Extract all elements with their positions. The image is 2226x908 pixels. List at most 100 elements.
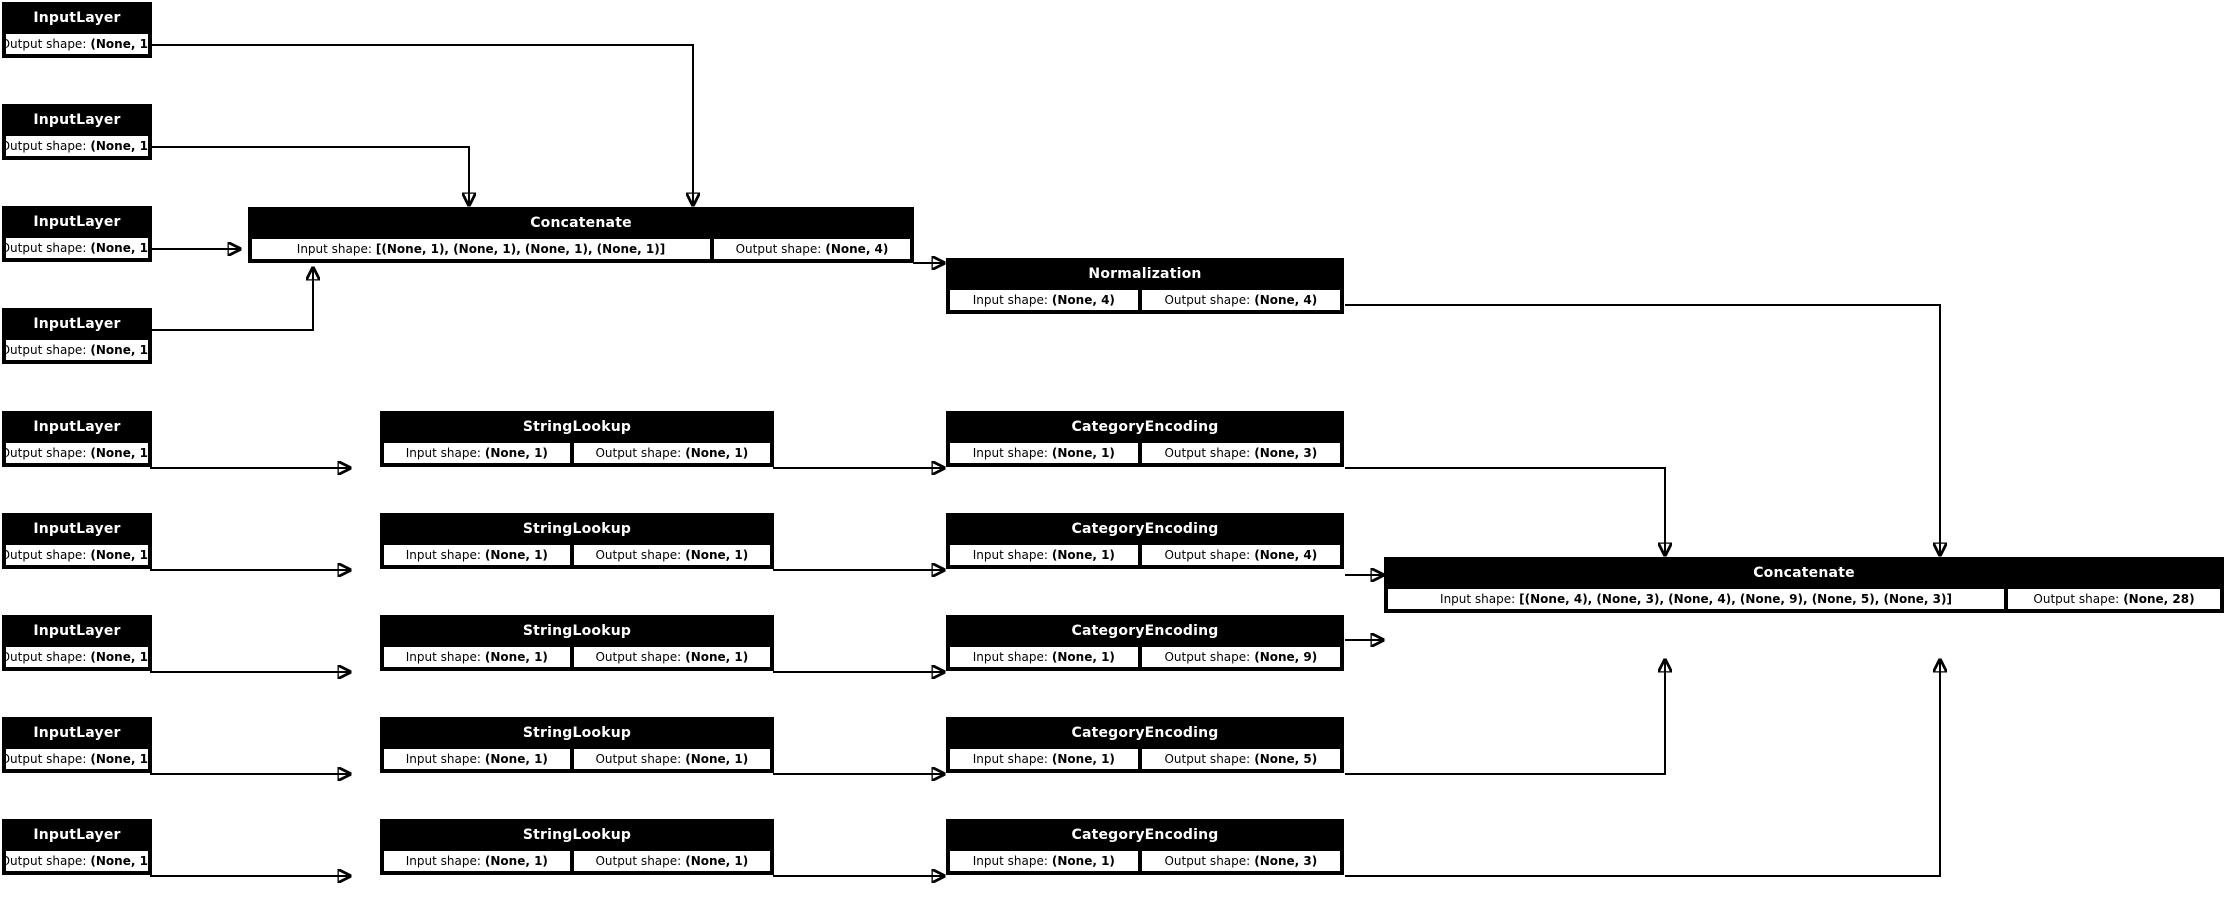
output-shape-cell: Output shape: (None, 1) (4, 747, 150, 771)
output-shape-value: (None, 1) (90, 139, 150, 153)
output-shape-cell: Output shape: (None, 1) (571, 849, 772, 873)
node-title: StringLookup (382, 821, 772, 849)
output-shape-label: Output shape: (4, 343, 87, 357)
input-shape-value: (None, 1) (484, 854, 548, 868)
node-title: InputLayer (4, 413, 150, 441)
output-shape-label: Output shape: (4, 37, 87, 51)
node-title: StringLookup (382, 719, 772, 747)
output-shape-value: (None, 1) (685, 752, 749, 766)
input-shape-label: Input shape: (405, 446, 481, 460)
input-shape-label: Input shape: (405, 650, 481, 664)
node-category-encoding-4[interactable]: CategoryEncoding Input shape: (None, 1) … (946, 717, 1344, 773)
node-string-lookup-5[interactable]: StringLookup Input shape: (None, 1) Outp… (380, 819, 774, 875)
output-shape-cell: Output shape: (None, 3) (1139, 441, 1342, 465)
input-shape-label: Input shape: (1440, 592, 1516, 606)
input-shape-label: Input shape: (296, 242, 372, 256)
output-shape-cell: Output shape: (None, 28) (2006, 587, 2222, 611)
node-category-encoding-2[interactable]: CategoryEncoding Input shape: (None, 1) … (946, 513, 1344, 569)
output-shape-cell: Output shape: (None, 1) (4, 441, 150, 465)
input-shape-label: Input shape: (972, 650, 1048, 664)
edge-encoding1-concatfinal (1345, 467, 1665, 555)
output-shape-label: Output shape: (1164, 548, 1251, 562)
node-title: InputLayer (4, 208, 150, 236)
output-shape-value: (None, 28) (2123, 592, 2195, 606)
output-shape-value: (None, 9) (1254, 650, 1318, 664)
edge-encoding4-concatfinal (1345, 660, 1665, 775)
output-shape-cell: Output shape: (None, 1) (4, 543, 150, 567)
input-shape-cell: Input shape: (None, 1) (948, 543, 1140, 567)
node-string-lookup-2[interactable]: StringLookup Input shape: (None, 1) Outp… (380, 513, 774, 569)
input-shape-cell: Input shape: (None, 1) (948, 849, 1140, 873)
node-input-layer-categorical-4[interactable]: InputLayer Output shape: (None, 1) (2, 717, 152, 773)
output-shape-value: (None, 3) (1254, 446, 1318, 460)
output-shape-value: (None, 1) (90, 650, 150, 664)
node-concatenate-numeric[interactable]: Concatenate Input shape: [(None, 1), (No… (248, 207, 914, 263)
node-category-encoding-5[interactable]: CategoryEncoding Input shape: (None, 1) … (946, 819, 1344, 875)
output-shape-value: (None, 1) (685, 446, 749, 460)
node-title: Concatenate (1386, 559, 2222, 587)
input-shape-cell: Input shape: (None, 1) (948, 747, 1140, 771)
input-shape-value: (None, 1) (484, 548, 548, 562)
node-title: InputLayer (4, 617, 150, 645)
node-input-layer-categorical-1[interactable]: InputLayer Output shape: (None, 1) (2, 411, 152, 467)
output-shape-cell: Output shape: (None, 1) (4, 645, 150, 669)
output-shape-label: Output shape: (1164, 293, 1251, 307)
output-shape-label: Output shape: (1164, 752, 1251, 766)
output-shape-cell: Output shape: (None, 1) (571, 645, 772, 669)
output-shape-value: (None, 1) (90, 752, 150, 766)
node-normalization[interactable]: Normalization Input shape: (None, 4) Out… (946, 258, 1344, 314)
output-shape-label: Output shape: (1164, 446, 1251, 460)
output-shape-value: (None, 1) (685, 650, 749, 664)
output-shape-label: Output shape: (4, 650, 87, 664)
node-string-lookup-1[interactable]: StringLookup Input shape: (None, 1) Outp… (380, 411, 774, 467)
output-shape-label: Output shape: (595, 548, 682, 562)
output-shape-label: Output shape: (595, 752, 682, 766)
node-input-layer-categorical-5[interactable]: InputLayer Output shape: (None, 1) (2, 819, 152, 875)
output-shape-label: Output shape: (4, 241, 87, 255)
output-shape-label: Output shape: (4, 854, 87, 868)
input-shape-cell: Input shape: (None, 1) (948, 645, 1140, 669)
node-input-layer-numeric-4[interactable]: InputLayer Output shape: (None, 1) (2, 308, 152, 364)
node-input-layer-numeric-2[interactable]: InputLayer Output shape: (None, 1) (2, 104, 152, 160)
node-input-layer-categorical-2[interactable]: InputLayer Output shape: (None, 1) (2, 513, 152, 569)
input-shape-value: [(None, 4), (None, 3), (None, 4), (None,… (1519, 592, 1952, 606)
input-shape-cell: Input shape: (None, 1) (382, 747, 572, 771)
edge-input4-concat (150, 268, 313, 331)
node-category-encoding-3[interactable]: CategoryEncoding Input shape: (None, 1) … (946, 615, 1344, 671)
node-input-layer-numeric-1[interactable]: InputLayer Output shape: (None, 1) (2, 2, 152, 58)
output-shape-value: (None, 3) (1254, 854, 1318, 868)
output-shape-label: Output shape: (2033, 592, 2120, 606)
output-shape-cell: Output shape: (None, 4) (712, 237, 912, 261)
input-shape-value: (None, 1) (1051, 446, 1115, 460)
edge-normalization-concatfinal (1345, 304, 1940, 555)
input-shape-value: (None, 1) (1051, 650, 1115, 664)
node-input-layer-categorical-3[interactable]: InputLayer Output shape: (None, 1) (2, 615, 152, 671)
node-concatenate-final[interactable]: Concatenate Input shape: [(None, 4), (No… (1384, 557, 2224, 613)
output-shape-cell: Output shape: (None, 4) (1139, 288, 1342, 312)
input-shape-value: (None, 1) (484, 752, 548, 766)
output-shape-cell: Output shape: (None, 4) (1139, 543, 1342, 567)
output-shape-cell: Output shape: (None, 1) (4, 134, 150, 158)
input-shape-cell: Input shape: (None, 1) (382, 645, 572, 669)
input-shape-cell: Input shape: [(None, 4), (None, 3), (Non… (1386, 587, 2006, 611)
output-shape-label: Output shape: (1164, 650, 1251, 664)
input-shape-cell: Input shape: (None, 4) (948, 288, 1140, 312)
input-shape-label: Input shape: (405, 752, 481, 766)
edge-encoding5-concatfinal (1345, 660, 1940, 877)
input-shape-label: Input shape: (972, 446, 1048, 460)
node-category-encoding-1[interactable]: CategoryEncoding Input shape: (None, 1) … (946, 411, 1344, 467)
output-shape-cell: Output shape: (None, 5) (1139, 747, 1342, 771)
input-shape-value: [(None, 1), (None, 1), (None, 1), (None,… (375, 242, 666, 256)
output-shape-label: Output shape: (595, 650, 682, 664)
input-shape-value: (None, 1) (1051, 854, 1115, 868)
output-shape-label: Output shape: (735, 242, 822, 256)
output-shape-cell: Output shape: (None, 1) (571, 441, 772, 465)
node-string-lookup-3[interactable]: StringLookup Input shape: (None, 1) Outp… (380, 615, 774, 671)
output-shape-label: Output shape: (4, 446, 87, 460)
input-shape-label: Input shape: (405, 548, 481, 562)
node-string-lookup-4[interactable]: StringLookup Input shape: (None, 1) Outp… (380, 717, 774, 773)
output-shape-cell: Output shape: (None, 1) (571, 747, 772, 771)
node-input-layer-numeric-3[interactable]: InputLayer Output shape: (None, 1) (2, 206, 152, 262)
output-shape-cell: Output shape: (None, 1) (4, 849, 150, 873)
node-title: CategoryEncoding (948, 821, 1342, 849)
